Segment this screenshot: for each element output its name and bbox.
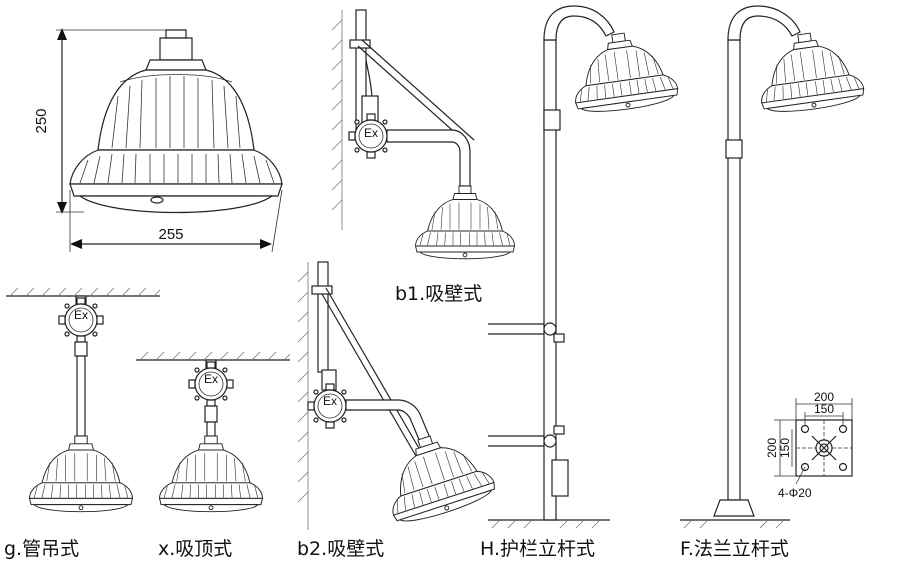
height-dimension: 250 — [33, 108, 50, 133]
width-dimension: 255 — [158, 226, 183, 243]
g-pipe-pendant-drawing: Ex — [6, 287, 161, 513]
x-box-mark: Ex — [204, 372, 218, 386]
h-guardrail-pole-drawing — [488, 5, 680, 529]
b1-box-mark: Ex — [364, 126, 378, 140]
b2-wall-mount-drawing: Ex — [297, 261, 499, 530]
g-box-mark: Ex — [74, 308, 88, 322]
b2-box-mark: Ex — [323, 394, 337, 408]
caption-g: g.管吊式 — [4, 538, 79, 560]
main-lamp-drawing: 250 255 — [33, 28, 283, 253]
b1-wall-mount-drawing: Ex — [331, 9, 515, 260]
caption-f: F.法兰立杆式 — [680, 538, 789, 560]
flange-inner-height: 150 — [778, 438, 792, 458]
caption-x: x.吸顶式 — [158, 538, 232, 560]
flange-plate-detail: 200 150 200 150 4-Φ20 — [765, 390, 853, 500]
flange-inner-width: 150 — [814, 402, 834, 416]
caption-b2: b2.吸壁式 — [297, 538, 384, 560]
f-flange-pole-drawing — [680, 5, 866, 529]
x-ceiling-mount-drawing: Ex — [136, 351, 291, 513]
flange-outer-width: 200 — [814, 390, 834, 404]
caption-b1: b1.吸壁式 — [395, 283, 482, 305]
flange-outer-height: 200 — [765, 438, 779, 458]
caption-h: H.护栏立杆式 — [480, 538, 595, 560]
flange-hole-note: 4-Φ20 — [778, 486, 812, 500]
